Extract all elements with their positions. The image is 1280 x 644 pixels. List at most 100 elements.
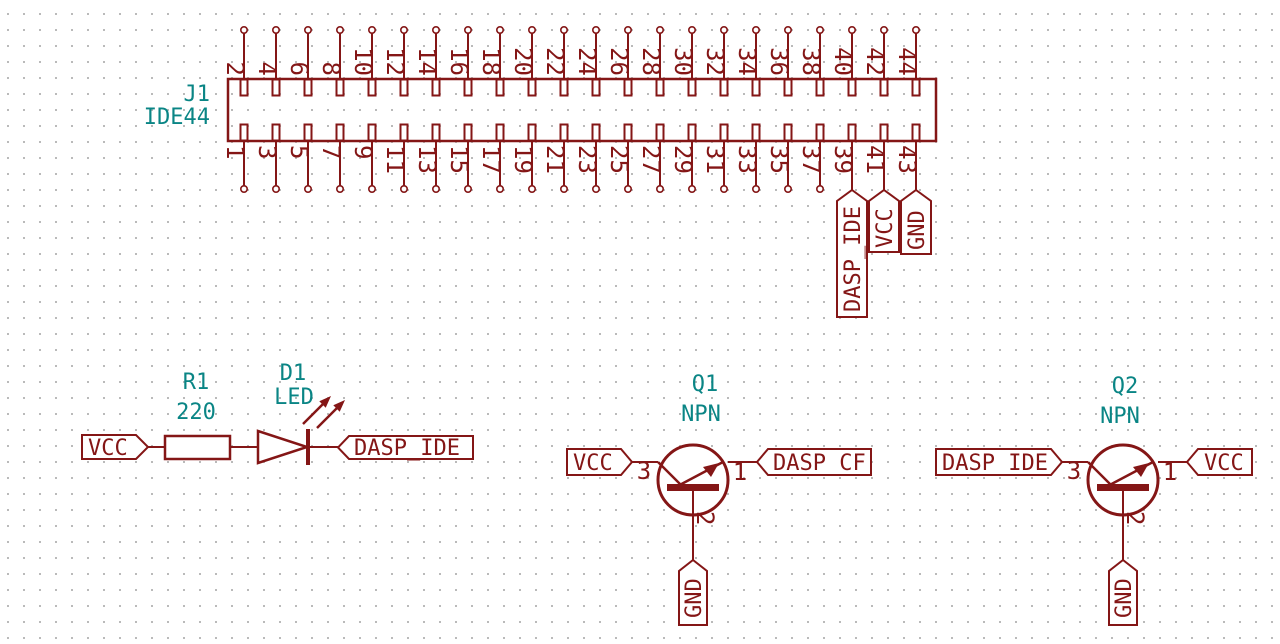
pin-stub bbox=[335, 78, 345, 97]
pin-number: 35 bbox=[765, 145, 793, 174]
pin-end-circle bbox=[591, 185, 600, 194]
net-label-gnd-q1[interactable]: GND bbox=[678, 558, 708, 626]
pin-stub bbox=[847, 123, 857, 142]
net-label-gnd-q2[interactable]: GND bbox=[1108, 558, 1138, 626]
net-label-vcc-q2[interactable]: VCC bbox=[1185, 448, 1253, 476]
pin-number: 20 bbox=[509, 47, 537, 76]
net-label-vcc-j1[interactable]: VCC bbox=[868, 188, 900, 253]
pin-end-circle bbox=[495, 185, 504, 194]
pin-stub bbox=[815, 123, 825, 142]
resistor-r1[interactable]: R1 220 bbox=[163, 370, 232, 461]
pin-number: 6 bbox=[285, 62, 313, 76]
q2-reference[interactable]: Q2 bbox=[1112, 374, 1139, 399]
pin-number: 1 bbox=[733, 458, 747, 486]
pin-end-circle bbox=[431, 25, 440, 34]
pin-stub bbox=[783, 78, 793, 97]
j1-value[interactable]: IDE44 bbox=[144, 105, 210, 130]
pin-stub bbox=[239, 78, 249, 97]
pin-number: 2 bbox=[691, 511, 719, 525]
pin-end-circle bbox=[623, 185, 632, 194]
net-label-text: VCC bbox=[88, 436, 128, 461]
d1-value[interactable]: LED bbox=[274, 385, 314, 410]
pin-number: 13 bbox=[413, 145, 441, 174]
pin-number: 40 bbox=[829, 47, 857, 76]
pin-end-circle bbox=[303, 25, 312, 34]
q1-value[interactable]: NPN bbox=[681, 402, 721, 427]
pin-stub bbox=[719, 78, 729, 97]
pin-end-circle bbox=[655, 25, 664, 34]
pin-end-circle bbox=[367, 185, 376, 194]
net-label-dasp-ide-q2[interactable]: DASP_IDE bbox=[935, 448, 1064, 476]
net-label-dasp-ide-r1[interactable]: DASP_IDE bbox=[336, 435, 474, 461]
pin-stub bbox=[463, 78, 473, 97]
pin-number: 33 bbox=[733, 145, 761, 174]
pin-end-circle bbox=[367, 25, 376, 34]
pin-number: 7 bbox=[317, 145, 345, 159]
led-emission-arrow bbox=[316, 404, 341, 429]
label-tag-shape bbox=[836, 188, 868, 318]
label-tag-shape bbox=[900, 188, 932, 255]
r1-value[interactable]: 220 bbox=[176, 400, 216, 425]
net-label-text: GND bbox=[905, 210, 930, 250]
pin-end-circle bbox=[783, 185, 792, 194]
arrowhead-icon bbox=[333, 400, 345, 412]
pin-number: 8 bbox=[317, 62, 345, 76]
pin-number: 19 bbox=[509, 145, 537, 174]
pin-number: 22 bbox=[541, 47, 569, 76]
pin-end-circle bbox=[719, 25, 728, 34]
j1-reference[interactable]: J1 bbox=[184, 82, 211, 107]
pin-stub bbox=[879, 123, 889, 142]
led-emission-arrow bbox=[302, 400, 327, 425]
pin-number: 14 bbox=[413, 47, 441, 76]
pin-end-circle bbox=[303, 185, 312, 194]
pin-end-circle bbox=[431, 185, 440, 194]
net-label-vcc-r1[interactable]: VCC bbox=[81, 434, 150, 461]
pin-end-circle bbox=[687, 185, 696, 194]
pin-stub bbox=[847, 78, 857, 97]
pin-stub bbox=[911, 78, 921, 97]
r1-reference[interactable]: R1 bbox=[183, 370, 210, 395]
q1-reference[interactable]: Q1 bbox=[692, 372, 719, 397]
connector-body bbox=[226, 77, 938, 143]
pin-end-circle bbox=[271, 25, 280, 34]
pin-stub bbox=[687, 78, 697, 97]
pin-end-circle bbox=[719, 185, 728, 194]
pin-number: 30 bbox=[669, 47, 697, 76]
pin-stub bbox=[495, 78, 505, 97]
net-label-vcc-q1[interactable]: VCC bbox=[566, 448, 634, 476]
pin-end-circle bbox=[751, 25, 760, 34]
pin-stub bbox=[495, 123, 505, 142]
q2-value[interactable]: NPN bbox=[1100, 404, 1140, 429]
transistor-q2[interactable]: 3 1 2 Q2 NPN bbox=[1067, 374, 1177, 561]
pin-stub bbox=[527, 78, 537, 97]
pin-stub bbox=[303, 78, 313, 97]
pin-number: 31 bbox=[701, 145, 729, 174]
led-d1[interactable]: D1 LED bbox=[256, 361, 345, 465]
net-label-dasp-ide-j1[interactable]: DASP_IDE bbox=[836, 188, 868, 318]
pin-stub bbox=[239, 123, 249, 142]
pin-stub bbox=[527, 123, 537, 142]
transistor-q1[interactable]: 3 1 2 Q1 NPN bbox=[637, 372, 747, 561]
pin-stub bbox=[815, 78, 825, 97]
pin-stub bbox=[431, 123, 441, 142]
net-label-gnd-j1[interactable]: GND bbox=[900, 188, 932, 255]
pin-stub bbox=[591, 78, 601, 97]
pin-stub bbox=[783, 123, 793, 142]
pin-number: 37 bbox=[797, 145, 825, 174]
resistor-body bbox=[163, 434, 232, 461]
pin-number: 9 bbox=[349, 145, 377, 159]
net-label-text: DASP_IDE bbox=[942, 451, 1048, 476]
pin-end-circle bbox=[815, 185, 824, 194]
label-tag-shape bbox=[1108, 558, 1138, 626]
d1-reference[interactable]: D1 bbox=[280, 361, 307, 386]
pin-number: 3 bbox=[1067, 457, 1081, 485]
pin-number: 32 bbox=[701, 47, 729, 76]
pin-end-circle bbox=[463, 185, 472, 194]
net-label-dasp-cf-q1[interactable]: DASP_CF bbox=[755, 448, 872, 476]
pin-number: 1 bbox=[221, 145, 249, 159]
pin-stub bbox=[623, 123, 633, 142]
pin-number: 11 bbox=[381, 145, 409, 174]
